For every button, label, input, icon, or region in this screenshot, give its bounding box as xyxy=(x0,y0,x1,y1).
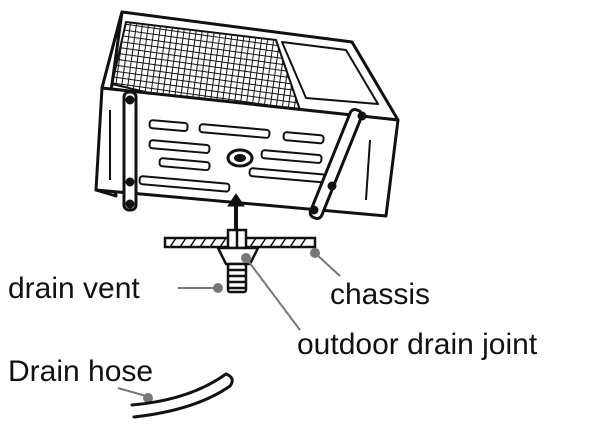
outdoor-joint-leader xyxy=(245,257,301,331)
drain-hose xyxy=(130,372,234,419)
top-panel xyxy=(281,41,379,105)
left-bracket xyxy=(122,90,138,212)
drain-hose-label: Drain hose xyxy=(8,355,154,388)
drain-vent-label: drain vent xyxy=(8,272,140,305)
right-bracket xyxy=(308,107,364,221)
install-arrow xyxy=(227,193,245,230)
chassis-leader xyxy=(315,253,341,277)
outdoor-unit xyxy=(94,10,400,218)
drain-hose-leader xyxy=(117,387,147,397)
panel-ribs xyxy=(109,110,371,201)
outdoor-drain-joint xyxy=(215,228,261,294)
leader-lines xyxy=(117,248,341,403)
mounting-brackets xyxy=(122,90,367,221)
outdoor-drain-joint-label: outdoor drain joint xyxy=(297,328,538,361)
chassis-label: chassis xyxy=(330,278,431,311)
